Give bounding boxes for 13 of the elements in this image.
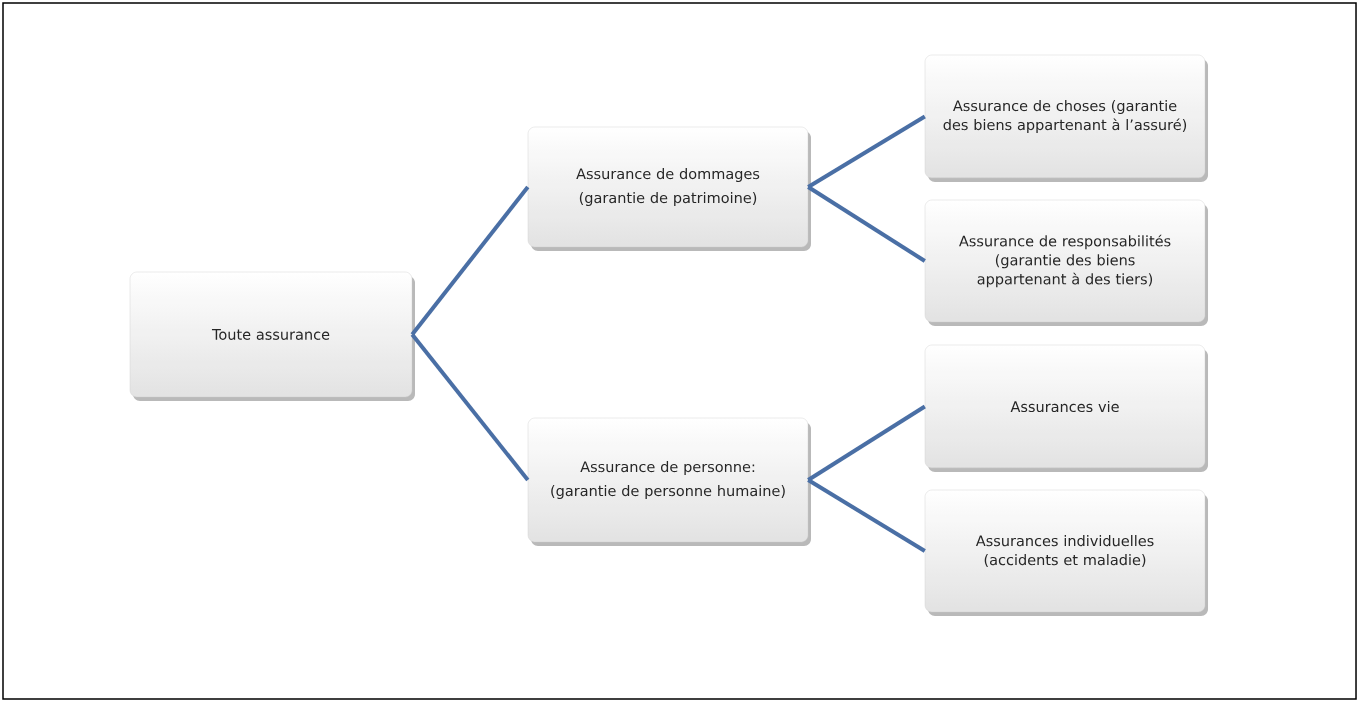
connector-line <box>807 404 926 482</box>
box: Assurance de choses (garantie des biens appartenant à l’assuré) <box>924 54 1208 182</box>
box: Assurances vie <box>924 344 1208 472</box>
box: Assurance de personne: (garantie de personne humaine) <box>527 417 811 546</box>
box: Assurances individuelles (accidents et maladie) <box>924 489 1208 616</box>
connector-line <box>410 333 530 482</box>
box: Assurance de dommages (garantie de patrimoine) <box>527 126 811 251</box>
box: Toute assurance <box>129 271 415 401</box>
connector-line <box>807 478 926 553</box>
connector-line <box>410 185 530 336</box>
connector-line <box>807 185 926 263</box>
box: Assurance de responsabilités (garantie des biens appartenant à des tiers) <box>924 199 1208 326</box>
connector-line <box>807 114 926 189</box>
